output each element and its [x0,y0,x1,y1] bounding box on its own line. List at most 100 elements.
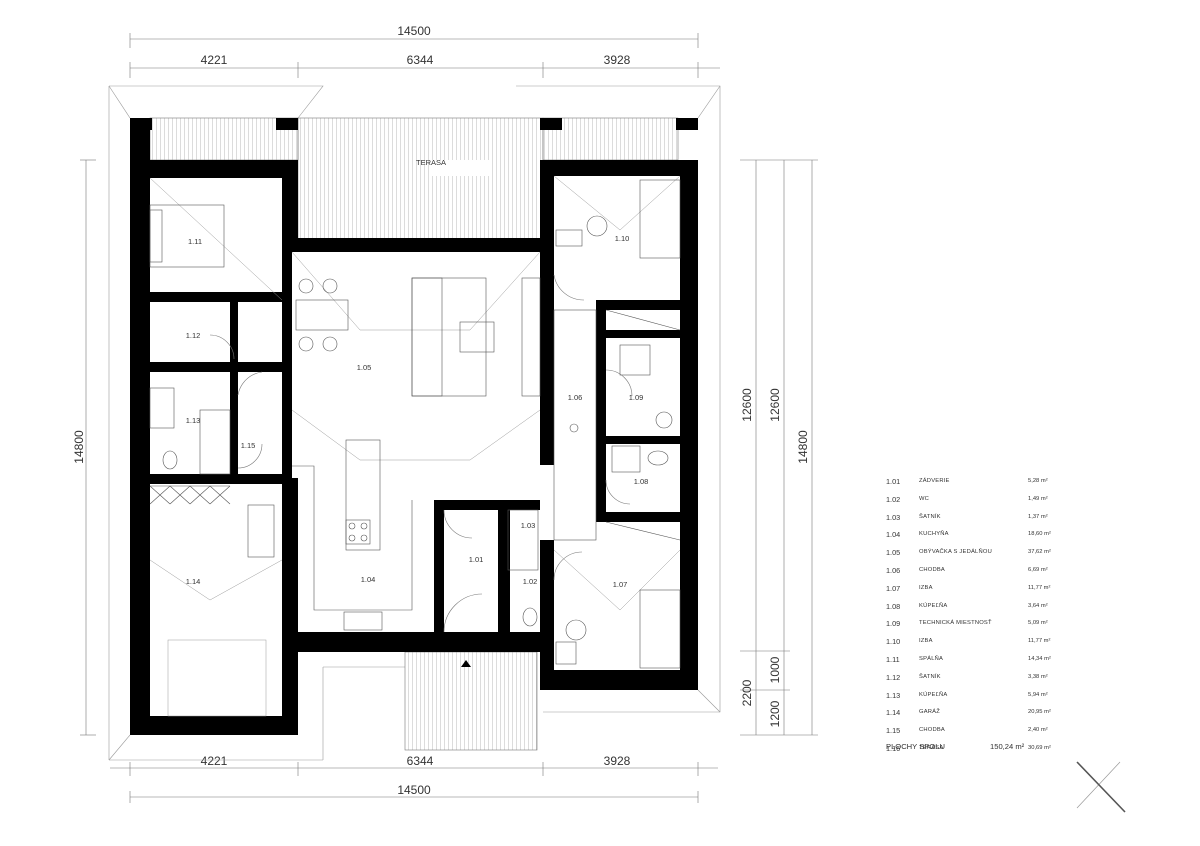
schedule-room-number: 1.04 [886,530,901,540]
schedule-room-area: 5,94 m² [1028,691,1048,698]
schedule-room-name: KÚPEĽŇA [919,691,948,698]
schedule-room-number: 1.05 [886,548,901,558]
schedule-room-area: 30,69 m² [1028,744,1051,751]
room-1-01: 1.01 [469,555,484,564]
schedule-room-number: 1.09 [886,619,901,629]
dim-bottom-total: 14500 [397,783,431,797]
room-1-15: 1.15 [241,441,256,450]
ridge-lines [149,175,681,717]
schedule-room-area: 20,95 m² [1028,709,1051,716]
schedule-row: 1.12 ŠATNÍK 3,38 m² [880,673,1080,691]
room-1-13: 1.13 [186,416,201,425]
dim-bottom-seg-1: 4221 [201,754,228,768]
dimension-lines [80,33,818,803]
dim-top-seg-1: 4221 [201,53,228,67]
dim-right-height-1: 12600 [740,388,754,422]
schedule-room-area: 1,37 m² [1028,513,1048,520]
schedule-room-area: 6,69 m² [1028,566,1048,573]
room-1-05: 1.05 [357,363,372,372]
dim-top-seg-2: 6344 [407,53,434,67]
schedule-room-area: 11,77 m² [1028,638,1051,645]
schedule-room-name: KÚPEĽŇA [919,602,948,609]
room-1-08: 1.08 [634,477,649,486]
dim-bottom-seg-3: 3928 [604,754,631,768]
schedule-room-name: OBÝVAČKA S JEDÁLŇOU [919,549,992,556]
schedule-room-area: 3,38 m² [1028,673,1048,680]
terrace-label: TERASA [416,158,446,167]
schedule-room-name: IZBA [919,638,933,645]
schedule-row: 1.14 GARÁŽ 20,95 m² [880,708,1080,726]
roof-outline [108,85,721,761]
dim-right-small-2: 2200 [740,679,754,706]
dim-top-total: 14500 [397,24,431,38]
schedule-room-number: 1.14 [886,708,901,718]
schedule-room-area: 2,40 m² [1028,727,1048,734]
schedule-room-name: TERASA [919,744,944,751]
schedule-row: 1.08 KÚPEĽŇA 3,64 m² [880,602,1080,620]
total-label: PLOCHY SPOLU [886,742,945,751]
schedule-room-name: IZBA [919,584,933,591]
dim-left-height: 14800 [72,430,86,464]
schedule-room-name: ZÁDVERIE [919,478,950,484]
room-1-12: 1.12 [186,331,201,340]
schedule-room-area: 3,64 m² [1028,602,1048,609]
dim-top-seg-3: 3928 [604,53,631,67]
schedule-room-name: TECHNICKÁ MIESTNOSŤ [919,620,992,627]
schedule-room-area: 37,62 m² [1028,549,1051,556]
schedule-room-number: 1.01 [886,477,901,486]
schedule-room-name: WC [919,495,930,502]
walls [130,118,698,735]
terrace-main [297,117,544,244]
schedule-row: 1.01 ZÁDVERIE 5,28 m² [880,477,1080,495]
dim-right-small-1: 1000 [768,656,782,683]
schedule-room-number: 1.07 [886,583,901,593]
schedule-room-area: 18,60 m² [1028,531,1051,538]
schedule-room-name: KUCHYŇA [919,531,949,538]
dim-bottom-seg-2: 6344 [407,754,434,768]
schedule-room-name: SPÁLŇA [919,655,944,662]
north-arrow-icon [1076,761,1126,813]
room-1-09: 1.09 [629,393,644,402]
entrance-arrow [461,660,471,667]
schedule-row: 1.16 TERASA 30,69 m² [880,744,1080,762]
schedule-room-number: 1.08 [886,601,901,611]
schedule-room-number: 1.12 [886,672,901,682]
schedule-row: 1.06 CHODBA 6,69 m² [880,566,1080,584]
schedule-room-number: 1.06 [886,565,901,575]
schedule-room-number: 1.16 [886,743,901,753]
room-1-04: 1.04 [361,575,376,584]
schedule-room-name: CHODBA [919,566,946,573]
dim-right-height-3: 14800 [796,430,810,464]
schedule-room-name: ŠATNÍK [919,673,941,680]
schedule-room-number: 1.15 [886,726,901,736]
schedule-room-number: 1.13 [886,690,901,700]
room-1-11: 1.11 [188,237,202,246]
total-area: PLOCHY SPOLU 150,24 m² [886,742,1024,751]
schedule-room-number: 1.11 [886,654,900,664]
schedule-room-number: 1.10 [886,637,901,647]
dim-right-height-2: 12600 [768,388,782,422]
schedule-row: 1.03 ŠATNÍK 1,37 m² [880,513,1080,531]
room-1-06: 1.06 [568,393,583,402]
schedule-row: 1.11 SPÁLŇA 14,34 m² [880,655,1080,673]
schedule-room-area: 5,28 m² [1028,478,1048,484]
entrance-steps [404,651,538,751]
room-1-02: 1.02 [523,577,538,586]
schedule-room-area: 14,34 m² [1028,655,1051,662]
schedule-room-name: GARÁŽ [919,709,940,716]
room-1-10: 1.10 [615,234,630,243]
schedule-row: 1.13 KÚPEĽŇA 5,94 m² [880,691,1080,709]
door-swings [209,274,633,633]
dim-right-small-3: 1200 [768,700,782,727]
schedule-room-number: 1.03 [886,512,901,522]
schedule-room-name: CHODBA [919,727,946,734]
schedule-room-area: 11,77 m² [1028,584,1051,591]
schedule-row: 1.10 IZBA 11,77 m² [880,637,1080,655]
schedule-room-name: ŠATNÍK [919,513,941,520]
room-1-14: 1.14 [186,577,201,586]
total-value: 150,24 m² [990,742,1025,751]
